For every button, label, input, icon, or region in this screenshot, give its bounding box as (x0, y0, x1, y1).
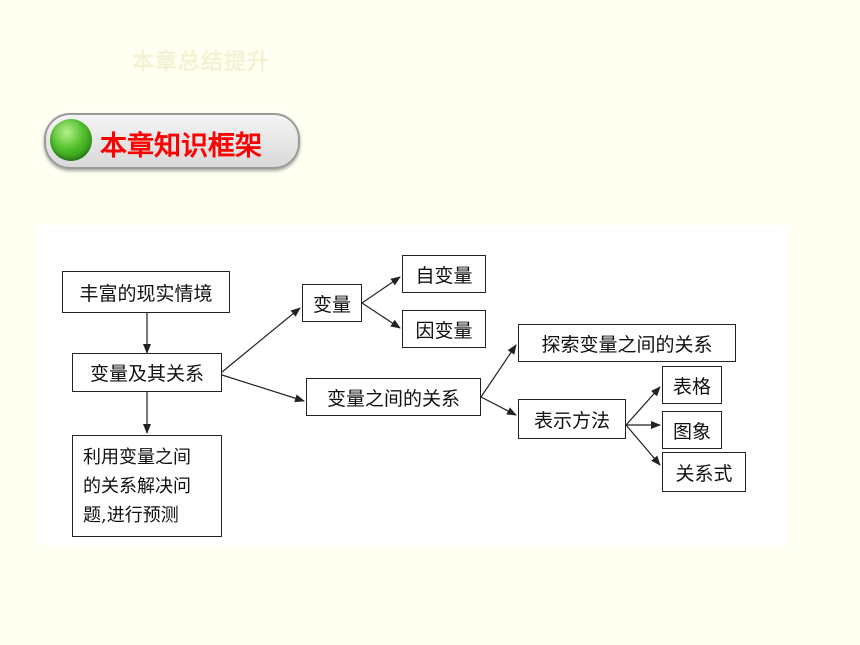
node-independent-variable: 自变量 (402, 255, 486, 293)
faded-chapter-title: 本章总结提升 (132, 50, 271, 75)
node-variables-relations: 变量及其关系 (72, 353, 222, 392)
green-ball-icon (50, 119, 92, 161)
node-explore: 探索变量之间的关系 (518, 324, 736, 362)
node-graph: 图象 (662, 411, 722, 449)
section-header-pill: 本章知识框架 (44, 113, 300, 169)
node-formula: 关系式 (662, 452, 746, 492)
section-title: 本章知识框架 (100, 131, 262, 162)
arrow-relations-to-variable (221, 307, 301, 373)
arrow-relations-to-between (221, 374, 305, 403)
knowledge-framework-diagram: 丰富的现实情境 变量及其关系 利用变量之间 的关系解决问 题,进行预测 变量 自… (36, 225, 788, 545)
node-representation: 表示方法 (518, 399, 626, 439)
arrow-variable-to-dependent (361, 302, 401, 329)
connector-lines (143, 276, 661, 466)
node-table: 表格 (662, 366, 722, 404)
arrow-between-to-representation (480, 396, 517, 416)
node-dependent-variable: 因变量 (402, 310, 486, 348)
node-relation-between: 变量之间的关系 (306, 378, 481, 416)
arrow-representation-to-table (625, 386, 661, 426)
arrow-variable-to-independent (361, 276, 401, 304)
node-use-relations: 利用变量之间 的关系解决问 题,进行预测 (72, 435, 222, 537)
node-variable: 变量 (302, 284, 362, 322)
arrow-representation-to-formula (625, 424, 661, 466)
arrow-between-to-explore (480, 344, 517, 398)
node-rich-reality: 丰富的现实情境 (62, 271, 230, 313)
